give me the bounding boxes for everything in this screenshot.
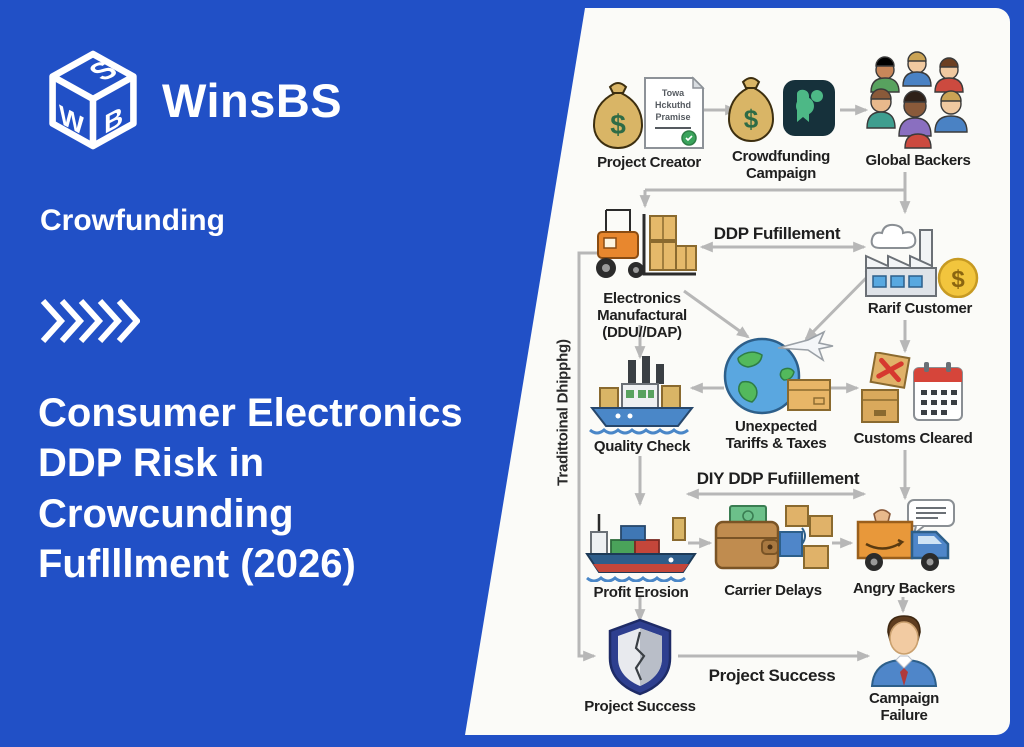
globe-plane-parcel-icon [723, 330, 834, 415]
node-label: Campaign Failure [868, 690, 940, 724]
edge-label-diy-ddp: DIY DDP Fufiillement [696, 469, 860, 488]
node-label: Quality Check [593, 438, 691, 455]
node-label: Global Backers [865, 152, 971, 169]
chevrons-right-icon [40, 298, 140, 344]
node-label: Profit Erosion [593, 584, 689, 601]
title-line-1: Consumer Electronics [38, 391, 463, 435]
node-label: Carrier Delays [724, 582, 822, 599]
factory-cloud-coin-icon: $ [865, 223, 979, 298]
dollar-glyph: $ [610, 109, 626, 140]
money-bag-and-contract-icon: $ Towa Hckuthd Pramise [592, 76, 705, 150]
flow-node-quality-check: Quality Check [583, 350, 701, 456]
flow-node-unexpected-tariffs: Unexpected Tariffs & Taxes [713, 330, 839, 453]
flow-node-project-creator: $ Towa Hckuthd Pramise Project Creator [583, 72, 715, 172]
flow-node-rarif-customer: $ Rarif Customer [853, 218, 987, 318]
container-ship-icon [585, 514, 697, 582]
title-line-2: DDP Risk in [38, 441, 264, 486]
node-label: Customs Cleared [853, 430, 973, 447]
brand-name: WinsBS [162, 73, 343, 127]
forklift-boxes-icon [596, 209, 697, 278]
cracked-shield-icon [608, 618, 672, 696]
document-line-2: Hckuthd [655, 100, 691, 110]
title-line-3: Crowcunding [38, 491, 294, 536]
edge-label-ddp-fulfillment: DDP Fufillement [713, 224, 841, 243]
wallet-parcels-icon [714, 505, 833, 570]
dollar-glyph: $ [951, 266, 965, 293]
flow-node-customs-cleared: Customs Cleared [848, 352, 978, 448]
logo-letter-right: B [104, 101, 123, 140]
flow-node-campaign-failure: Campaign Failure [856, 610, 952, 725]
flow-node-project-success: Project Success [580, 618, 700, 716]
edge-label-project-success: Project Success [708, 666, 836, 685]
page-title: Consumer Electronics DDP Risk in Crowcun… [38, 388, 518, 590]
flow-node-global-backers: Global Backers [860, 50, 976, 170]
flow-node-angry-backers: Angry Backers [846, 498, 962, 598]
side-label-traditional-shipping: Tradittoinal Dhipphg) [554, 339, 572, 486]
node-label: Project Creator [597, 154, 701, 171]
document-line-3: Pramise [655, 112, 690, 122]
flow-node-profit-erosion: Profit Erosion [580, 502, 702, 602]
node-label: Electronics Manufactural (DDU//DAP) [597, 290, 687, 341]
flow-node-crowdfunding-campaign: $ Crowdfunding Campaign [722, 70, 840, 183]
title-line-4: Fuflllment (2026) [38, 542, 356, 587]
delivery-truck-chat-icon [856, 499, 955, 571]
flow-node-carrier-delays: Carrier Delays [708, 500, 838, 600]
node-label: Crowdfunding Campaign [731, 148, 831, 182]
node-label: Project Success [584, 698, 696, 715]
boxes-calendar-icon [861, 352, 963, 423]
flow-node-electronics-manufacturer: Electronics Manufactural (DDU//DAP) [583, 202, 701, 341]
arrow-traditional-shipping-bracket [577, 251, 612, 662]
money-bag-and-app-icon: $ [727, 77, 835, 143]
node-label: Rarif Customer [867, 300, 973, 317]
harbor-ship-icon [589, 356, 695, 435]
node-label: Unexpected Tariffs & Taxes [725, 418, 827, 452]
brand-logo-block: S W B WinsBS [46, 50, 366, 150]
arrow-manufacturer-to-tariffs [683, 289, 750, 339]
businessman-icon [870, 615, 938, 687]
crowd-icon [866, 51, 968, 149]
category-label: Crowfunding [40, 204, 225, 237]
cube-logo-icon: S W B [49, 50, 137, 150]
document-line-1: Towa [662, 88, 685, 98]
dollar-glyph: $ [744, 104, 759, 134]
arrow-tariffs-customer [804, 266, 878, 341]
node-label: Angry Backers [853, 580, 955, 597]
